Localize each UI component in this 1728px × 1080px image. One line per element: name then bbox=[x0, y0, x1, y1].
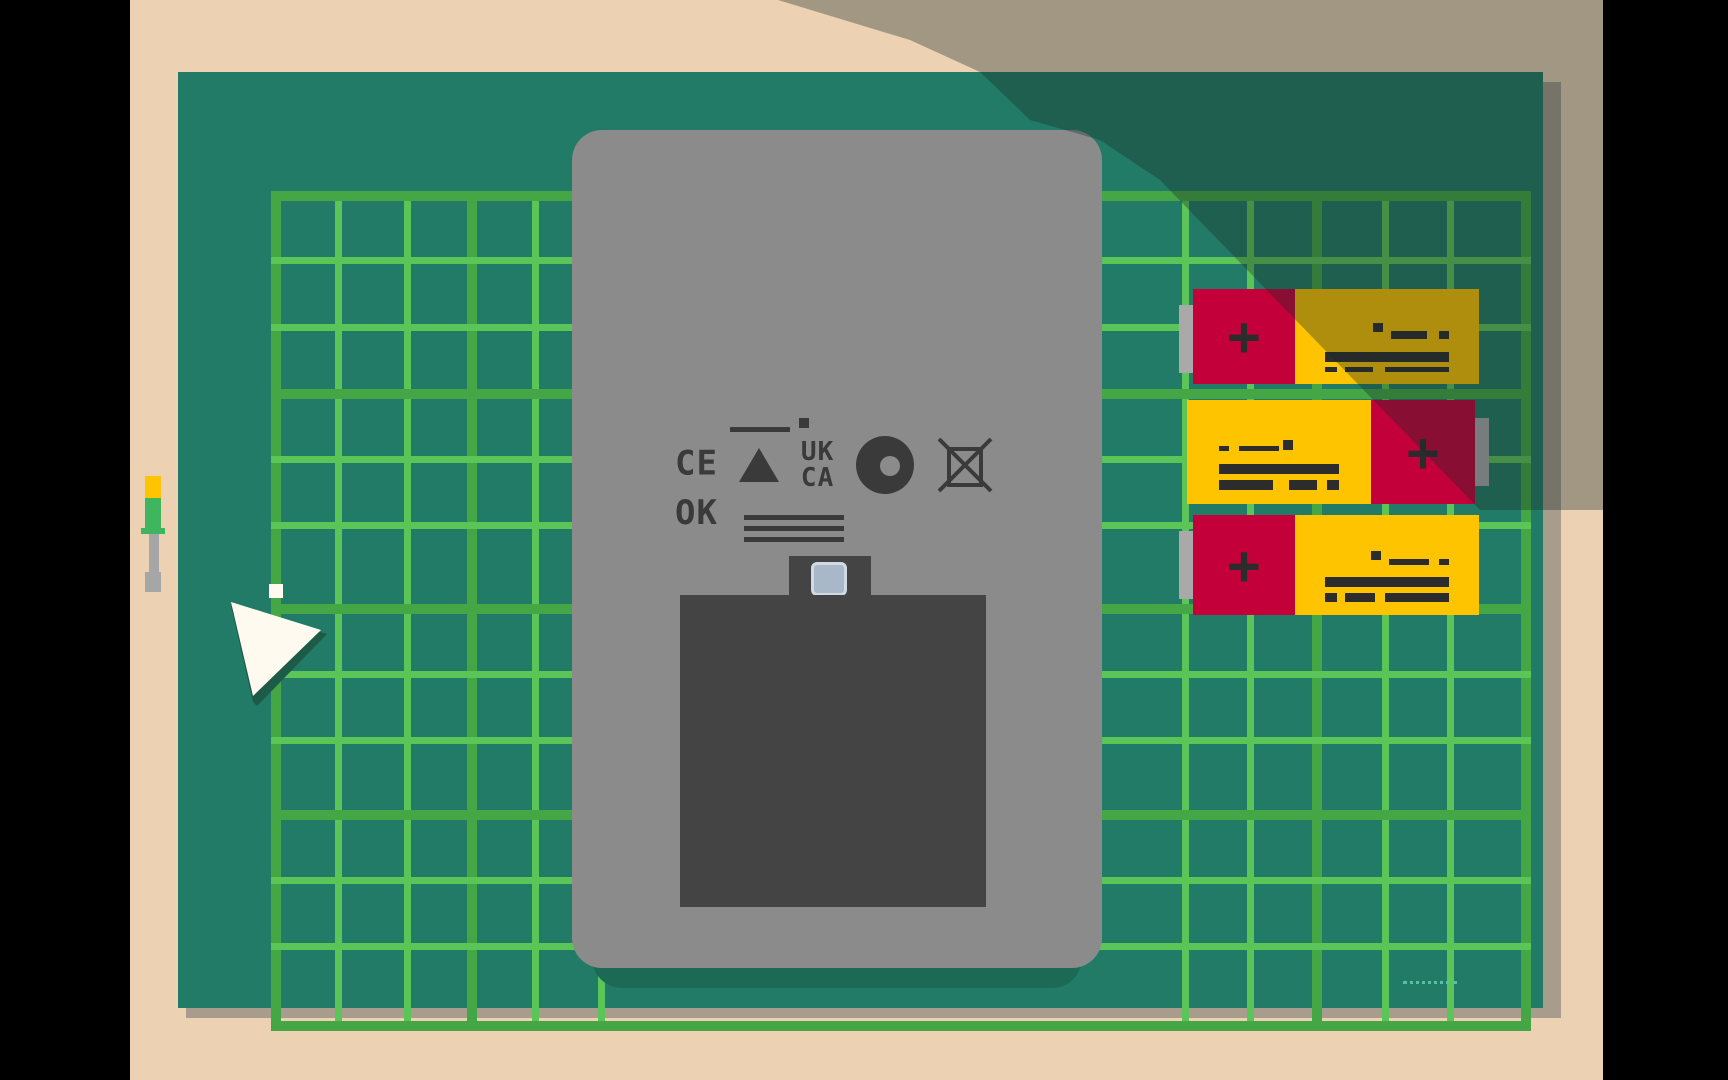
battery-3[interactable]: + bbox=[1179, 515, 1479, 615]
ok-mark: OK bbox=[675, 493, 718, 533]
battery-terminal bbox=[1179, 305, 1193, 373]
battery-2[interactable]: + bbox=[1187, 400, 1489, 504]
ukca-mark-top: UK bbox=[800, 437, 835, 467]
pointer-cursor-icon bbox=[231, 584, 327, 706]
device-back[interactable]: CE UK CA OK bbox=[572, 130, 1102, 968]
letterbox-left bbox=[0, 0, 130, 1080]
battery-compartment[interactable] bbox=[680, 595, 986, 907]
battery-terminal bbox=[1475, 418, 1489, 486]
battery-positive-end: + bbox=[1193, 289, 1295, 384]
battery-label bbox=[1295, 289, 1479, 384]
battery-positive-end: + bbox=[1371, 400, 1475, 504]
letterbox-right bbox=[1603, 0, 1728, 1080]
plus-icon: + bbox=[1406, 420, 1440, 484]
battery-1[interactable]: + bbox=[1179, 289, 1479, 384]
crossed-bin-icon bbox=[935, 435, 995, 495]
ukca-mark-bottom: CA bbox=[800, 463, 835, 493]
compliance-label: CE UK CA OK bbox=[675, 435, 995, 531]
label-line bbox=[744, 515, 844, 520]
battery-positive-end: + bbox=[1193, 515, 1295, 615]
page-indicator bbox=[1403, 981, 1457, 988]
label-dot bbox=[799, 418, 809, 428]
label-dash bbox=[730, 427, 790, 432]
battery-label bbox=[1295, 515, 1479, 615]
plus-icon: + bbox=[1227, 305, 1261, 368]
label-line bbox=[744, 537, 844, 542]
screw-icon[interactable] bbox=[811, 562, 847, 596]
game-stage: CE UK CA OK + bbox=[130, 0, 1603, 1080]
screwdriver-icon[interactable] bbox=[141, 476, 165, 594]
recycle-circle-icon bbox=[855, 436, 914, 494]
label-line bbox=[744, 526, 844, 531]
warning-triangle-icon bbox=[739, 448, 780, 482]
battery-label bbox=[1187, 400, 1371, 504]
ce-mark: CE bbox=[675, 443, 718, 484]
plus-icon: + bbox=[1227, 533, 1261, 597]
battery-terminal bbox=[1179, 531, 1193, 599]
compartment-tab[interactable] bbox=[789, 556, 871, 596]
